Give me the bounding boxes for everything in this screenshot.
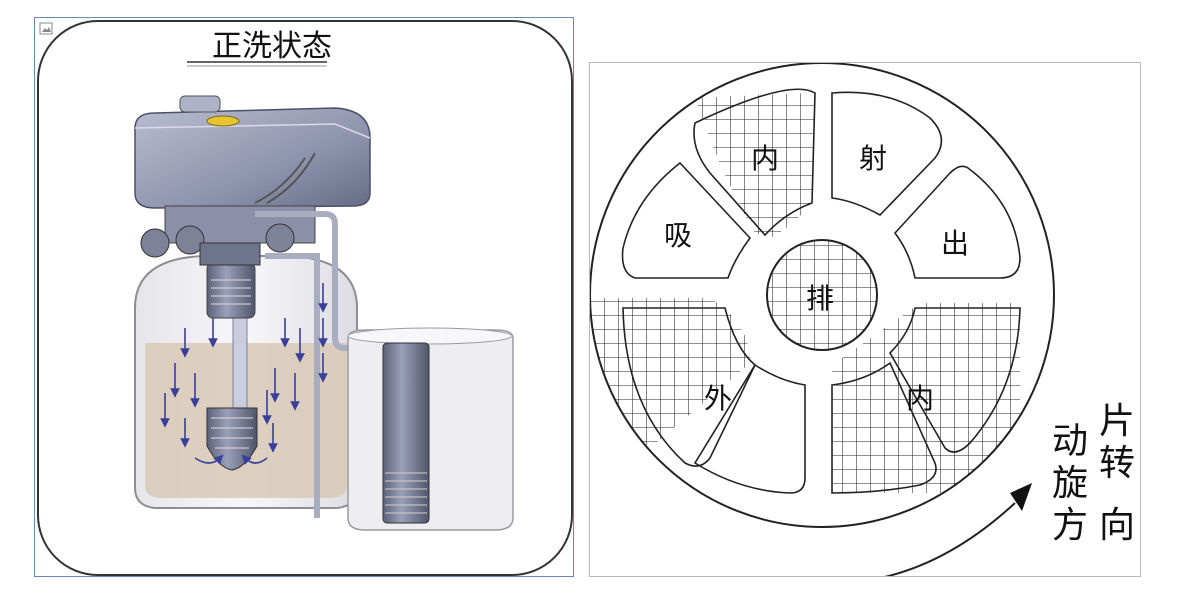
brine-well bbox=[382, 342, 430, 524]
rotation-direction-arrow bbox=[884, 483, 1032, 576]
valve-disc-diagram: 内 射 吸 出 排 外 内 动 旋 方 片 转 向 bbox=[590, 63, 1135, 576]
forward-wash-illustration: 正洗状态 bbox=[37, 20, 573, 576]
hatched-openings bbox=[590, 93, 1020, 493]
flow-arrows bbox=[160, 283, 328, 465]
legend-col1-char3: 方 bbox=[1052, 505, 1088, 546]
lower-distributor bbox=[206, 407, 258, 471]
legend-col2-char2: 转 bbox=[1099, 443, 1135, 484]
label-inner-top: 内 bbox=[751, 142, 779, 175]
brine-tank bbox=[347, 327, 514, 531]
label-out: 出 bbox=[941, 227, 969, 260]
legend-col1-char2: 旋 bbox=[1052, 463, 1088, 504]
image-placeholder-icon bbox=[39, 22, 53, 35]
center-port bbox=[766, 239, 878, 351]
brine-line bbox=[255, 211, 380, 518]
label-drain: 排 bbox=[806, 282, 834, 315]
legend-col2-char1: 片 bbox=[1099, 401, 1135, 442]
label-outer: 外 bbox=[704, 382, 732, 415]
legend-col1-char1: 动 bbox=[1052, 421, 1088, 462]
upper-distributor bbox=[206, 262, 256, 319]
diagram-title: 正洗状态 bbox=[212, 29, 332, 64]
label-suck: 吸 bbox=[664, 219, 692, 252]
label-inner-bottom: 内 bbox=[906, 382, 934, 415]
rotation-legend: 动 旋 方 片 转 向 bbox=[1052, 401, 1135, 546]
valve-disc-panel: 内 射 吸 出 排 外 内 动 旋 方 片 转 向 bbox=[589, 62, 1141, 577]
forward-wash-illustration-panel: 正洗状态 bbox=[34, 17, 574, 577]
label-shoot: 射 bbox=[859, 142, 887, 175]
sector-ports bbox=[621, 88, 1021, 494]
legend-col2-char3: 向 bbox=[1099, 505, 1135, 546]
